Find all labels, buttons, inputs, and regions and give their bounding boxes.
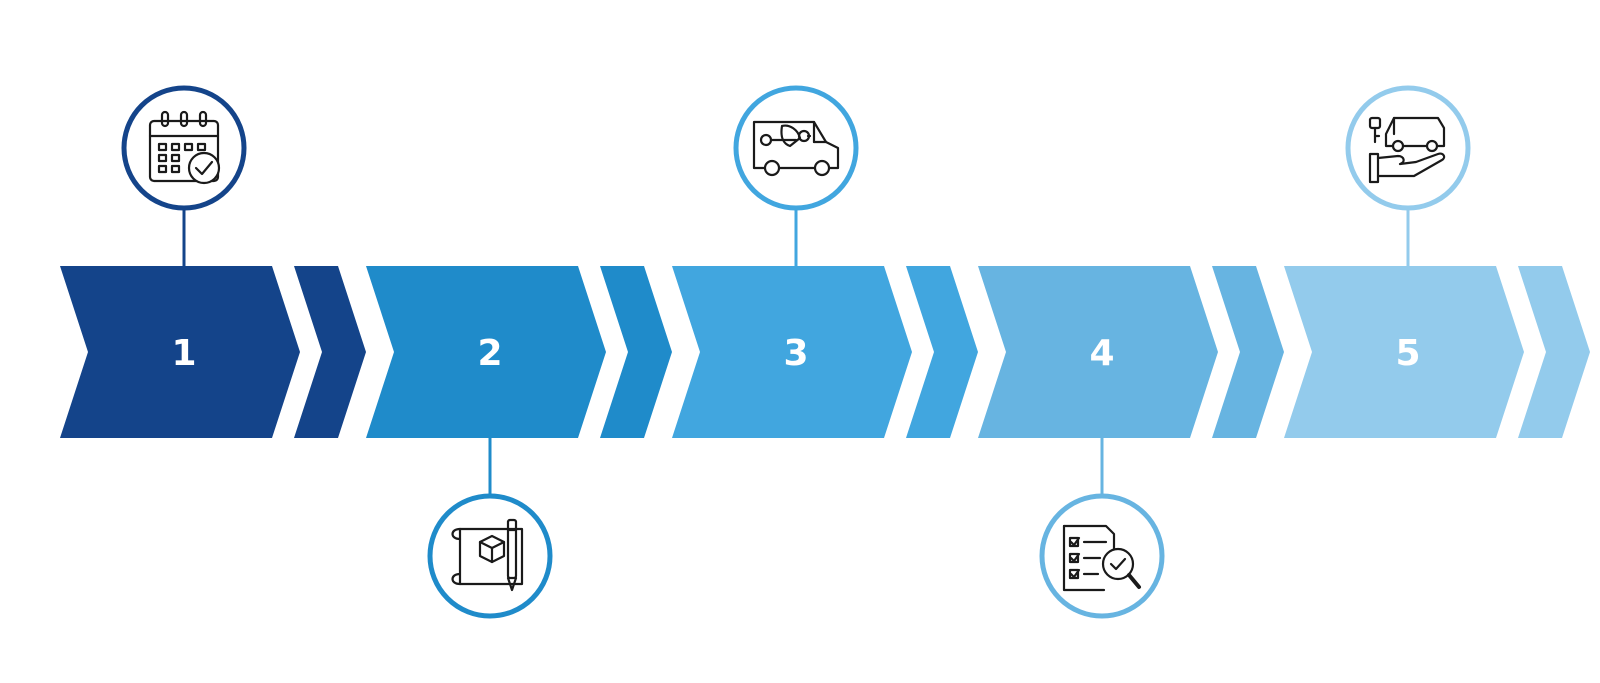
step-4-chevron	[978, 266, 1218, 438]
process-step-5: 5	[1284, 85, 1590, 438]
step-3-icon-badge	[733, 85, 859, 211]
step-3-number: 3	[783, 333, 808, 374]
step-5-chevron-tail	[1518, 266, 1590, 438]
step-2-chevron	[366, 266, 606, 438]
step-1-number: 1	[171, 333, 196, 374]
step-2-number: 2	[477, 333, 502, 374]
step-5-icon-badge	[1345, 85, 1471, 211]
step-1-chevron	[60, 266, 300, 438]
step-4-chevron-tail	[1212, 266, 1284, 438]
van-key-handover-icon	[1368, 116, 1446, 184]
process-step-4: 4	[978, 266, 1284, 619]
step-2-icon-badge	[427, 493, 553, 619]
step-5-number: 5	[1395, 333, 1420, 374]
step-5-chevron	[1284, 266, 1524, 438]
step-1-icon-badge	[121, 85, 247, 211]
step-2-chevron-tail	[600, 266, 672, 438]
checklist-inspection-icon	[1062, 524, 1141, 592]
step-4-number: 4	[1089, 333, 1114, 374]
step-3-chevron	[672, 266, 912, 438]
calendar-check-icon	[148, 110, 221, 185]
process-step-3: 3	[672, 85, 978, 438]
step-1-chevron-tail	[294, 266, 366, 438]
step-4-icon-badge	[1039, 493, 1165, 619]
van-repair-icon	[752, 120, 840, 177]
step-3-chevron-tail	[906, 266, 978, 438]
blueprint-design-icon	[451, 518, 524, 592]
process-step-2: 2	[366, 266, 672, 619]
process-step-1: 1	[60, 85, 366, 438]
